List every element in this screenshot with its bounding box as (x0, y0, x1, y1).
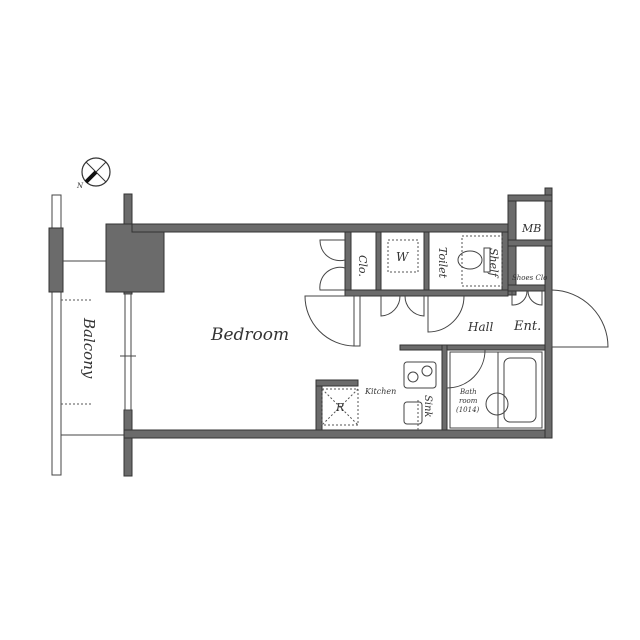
meter-box-label: MB (521, 222, 541, 235)
washer-label: W (396, 250, 410, 264)
compass-icon: N (76, 157, 111, 190)
sink-basin (403, 401, 423, 425)
refrigerator-space (321, 388, 359, 426)
sink-label: Sink (422, 395, 433, 418)
compass-north-label: N (76, 182, 84, 190)
balcony-rail (48, 194, 124, 476)
shelf-label: Shelf (487, 248, 500, 279)
stove-icon (403, 361, 437, 389)
window (124, 293, 132, 411)
closet-label: Clo. (356, 255, 369, 277)
balcony-label: Balcony (80, 317, 98, 379)
walls (105, 187, 553, 477)
washer-space (387, 239, 419, 273)
doors (304, 239, 609, 389)
bathroom-label-line2: room (459, 397, 478, 405)
toilet-label: Toilet (436, 247, 449, 279)
refrigerator-label: R (335, 401, 344, 414)
bathroom-size-label: (1014) (456, 406, 480, 414)
kitchen-label: Kitchen (364, 387, 396, 396)
bathtub (449, 351, 543, 429)
entrance-label: Ent. (513, 319, 541, 334)
bathroom-label-line1: Bath (459, 388, 477, 396)
toilet-fixture (457, 235, 503, 287)
bedroom-label: Bedroom (210, 325, 289, 345)
hall-label: Hall (467, 320, 493, 334)
shoes-closet-label: Shoes Clo (512, 274, 547, 282)
